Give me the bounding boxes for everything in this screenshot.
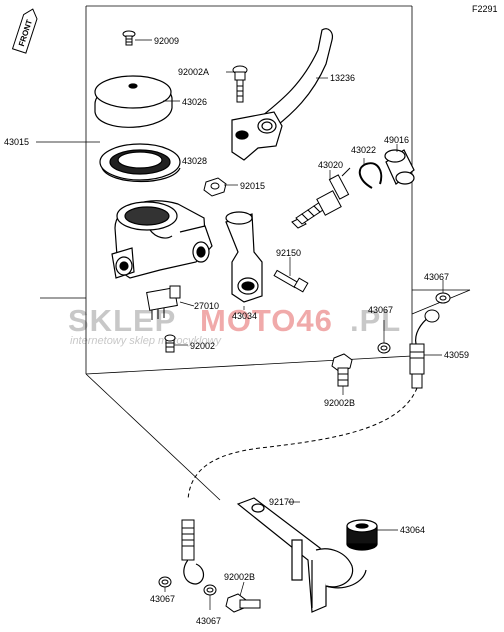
holder-43034 [225, 211, 263, 303]
grommet-43064 [346, 519, 378, 551]
bolt-92002b-bottom [225, 593, 261, 613]
label-92002b-bottom: 92002B [224, 572, 255, 582]
front-arrow-icon: FRONT [11, 8, 38, 54]
brake-lever-13236 [231, 28, 333, 161]
piston-assembly-43020 [291, 167, 351, 229]
boot-49016 [384, 149, 415, 185]
label-27010: 27010 [194, 301, 219, 311]
label-92170: 92170 [269, 497, 294, 507]
brake-hose-43059 [181, 309, 440, 585]
label-43067-a: 43067 [424, 272, 449, 282]
label-92002b-top: 92002B [324, 398, 355, 408]
part-labels: 92009 92002A 13236 43026 43015 49016 430… [4, 36, 469, 626]
screw-92009 [122, 30, 136, 46]
label-43022: 43022 [351, 145, 376, 155]
watermark-tagline: internetowy sklep motocyklowy [70, 335, 223, 347]
watermark-part2: MOTO46 [200, 303, 333, 338]
pivot-bolt-92002a [232, 65, 248, 103]
switch-27010 [146, 285, 181, 320]
nut-92015 [203, 177, 227, 197]
master-cylinder-43015 [111, 200, 213, 279]
label-43067-b: 43067 [368, 305, 393, 315]
label-49016: 49016 [384, 135, 409, 145]
label-43067-c: 43067 [150, 594, 175, 604]
label-13236: 13236 [330, 73, 355, 83]
bracket-92170 [236, 497, 367, 613]
banjo-bolt-92002b-top [331, 353, 353, 387]
label-43064: 43064 [400, 525, 425, 535]
circlip-43022 [358, 162, 383, 189]
washer-43067-a [435, 292, 451, 304]
label-43026: 43026 [182, 97, 207, 107]
washer-43067-c [158, 576, 172, 588]
label-92150: 92150 [276, 248, 301, 258]
watermark-part3: .PL [350, 303, 401, 338]
diagram-code: F2291 [472, 4, 498, 14]
label-92002: 92002 [190, 341, 215, 351]
label-92009: 92009 [154, 36, 179, 46]
label-43028: 43028 [182, 156, 207, 166]
label-43059: 43059 [444, 350, 469, 360]
watermark: SKLEP MOTO46 .PL internetowy sklep motoc… [68, 303, 401, 347]
label-43034: 43034 [232, 311, 257, 321]
diaphragm-43028 [99, 143, 181, 182]
washer-43067-d [203, 584, 217, 596]
bolt-92150 [273, 269, 309, 293]
label-92002a: 92002A [178, 67, 209, 77]
label-43015: 43015 [4, 137, 29, 147]
screw-92002 [164, 334, 176, 353]
label-43020: 43020 [318, 160, 343, 170]
leader-lines [36, 39, 444, 610]
reservoir-cap-43026 [94, 75, 173, 128]
washer-43067-b [377, 342, 391, 354]
label-92015: 92015 [240, 181, 265, 191]
label-43067-d: 43067 [196, 616, 221, 626]
